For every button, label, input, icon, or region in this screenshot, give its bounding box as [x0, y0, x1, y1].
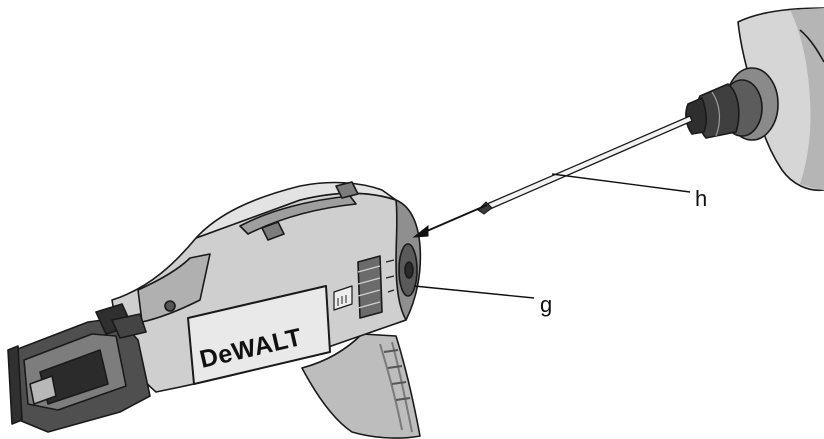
- arrow-symbols: [385, 259, 395, 293]
- attachment: [7, 181, 422, 439]
- drill-grip-edge: [799, 29, 824, 63]
- grip-rib-1: [383, 349, 399, 353]
- depth-scale-ticks: [337, 295, 347, 306]
- housing-screw: [164, 300, 176, 312]
- grip-rib-4: [395, 397, 411, 401]
- nosepiece-clip: [29, 375, 57, 405]
- nosepiece-guide-2: [111, 313, 147, 339]
- callout-g-leader: [413, 285, 535, 299]
- logo-plate: [187, 285, 331, 385]
- depth-adjust-collar: [357, 255, 383, 319]
- insertion-arrow: [412, 204, 488, 238]
- grip-rib-2: [387, 365, 403, 369]
- callout-h-label: h: [695, 186, 707, 211]
- housing-side-window: [137, 253, 211, 323]
- screwdriver-bit: [477, 115, 693, 215]
- housing-top-clip-2: [261, 221, 285, 241]
- bit-tip: [477, 201, 493, 215]
- bit-shaft: [486, 115, 693, 210]
- drill-chuck-nose: [685, 97, 707, 135]
- attachment-grip: [301, 333, 421, 439]
- insertion-arrow-line: [419, 204, 488, 235]
- grip-rib-3: [391, 381, 407, 385]
- drill-chuck-ridge: [711, 91, 721, 137]
- drill-body: [685, 7, 824, 192]
- nosepiece-foot: [7, 345, 23, 425]
- insertion-arrow-head: [412, 224, 429, 238]
- callout-g-label: g: [540, 292, 552, 317]
- callout-h-leader: [551, 173, 691, 193]
- housing-top-clip: [335, 181, 359, 199]
- collar-rib-a: [357, 265, 381, 309]
- front-socket-hole: [404, 261, 414, 279]
- drill-housing-shadow: [790, 8, 824, 190]
